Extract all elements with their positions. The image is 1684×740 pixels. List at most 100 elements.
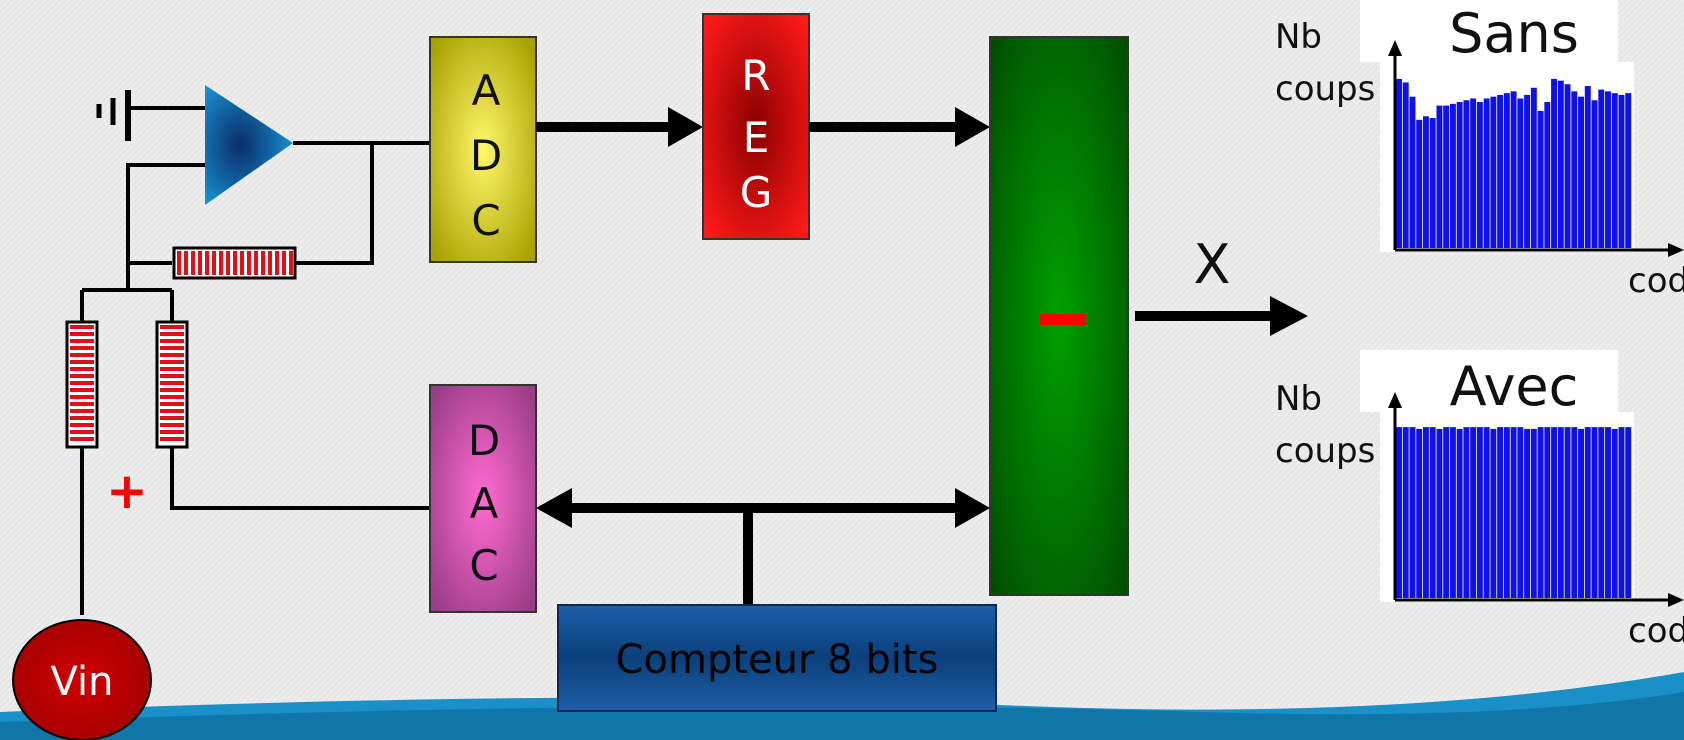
chart-sans-bar <box>1578 96 1584 248</box>
chart-sans-bar <box>1584 86 1591 249</box>
reg-to-sub-arrowhead <box>955 107 990 147</box>
chart-avec-bar <box>1436 428 1443 598</box>
resistor-stripe <box>268 251 272 275</box>
resistor-stripe <box>70 367 94 371</box>
ground-icon <box>96 90 205 141</box>
resistor-stripe <box>70 437 94 441</box>
chart-sans-bar <box>1497 94 1504 248</box>
chart-avec-bar <box>1598 427 1605 598</box>
resistor-stripe <box>254 251 258 275</box>
resistor-stripe <box>160 402 184 406</box>
resistor-stripe <box>160 367 184 371</box>
adc-to-reg-arrowhead <box>668 107 703 147</box>
chart-avec-bar <box>1497 427 1504 598</box>
chart-avec-bar <box>1530 428 1537 598</box>
chart-sans-x-arrowhead <box>1668 243 1684 257</box>
resistor-stripe <box>160 409 184 413</box>
resistor-stripe <box>70 381 94 385</box>
chart-sans: Nb coups Sans code <box>1275 0 1684 301</box>
chart-sans-bar <box>1591 100 1598 248</box>
resistor-stripe <box>70 360 94 364</box>
output-arrowhead <box>1270 296 1308 336</box>
chart-sans-bar <box>1557 80 1564 249</box>
dac-block <box>429 384 537 613</box>
resistor-stripe <box>160 374 184 378</box>
chart-sans-ylabel-1: Nb <box>1275 17 1322 57</box>
resistor-stripe <box>70 430 94 434</box>
chart-sans-bar <box>1598 89 1605 248</box>
chart-avec-ylabel-2: coups <box>1275 431 1375 471</box>
resistor-stripe <box>70 332 94 336</box>
reg-letter-3: G <box>740 168 773 217</box>
chart-sans-bar <box>1537 110 1544 248</box>
chart-sans-bar <box>1470 98 1477 248</box>
chart-sans-bar <box>1422 116 1429 248</box>
dac-letter-1: D <box>468 416 500 465</box>
chart-avec-bar <box>1557 427 1564 598</box>
chart-avec-title: Avec <box>1450 355 1579 418</box>
chart-sans-title-box <box>1360 0 1618 62</box>
chart-avec-bar <box>1605 427 1611 598</box>
resistor-stripe <box>219 251 223 275</box>
amplifier-triangle <box>205 85 293 205</box>
chart-avec-bar <box>1618 427 1625 598</box>
resistor-stripe <box>160 437 184 441</box>
resistor-stripe <box>160 346 184 350</box>
resistor-stripe <box>261 251 265 275</box>
chart-sans-bar <box>1409 96 1416 248</box>
chart-avec-bar <box>1429 427 1436 598</box>
resistor-stripe <box>70 339 94 343</box>
chart-sans-bar <box>1416 119 1423 248</box>
minus-sign <box>1040 314 1086 325</box>
resistor-stripe <box>70 353 94 357</box>
chart-avec-bar <box>1571 427 1578 598</box>
resistor-stripe <box>177 251 181 275</box>
adc-letter-1: A <box>472 66 501 115</box>
chart-avec-bar <box>1456 428 1463 598</box>
resistor-stripe <box>247 251 251 275</box>
resistor-stripe <box>70 388 94 392</box>
resistor-stripe <box>226 251 230 275</box>
resistor-stripe <box>275 251 279 275</box>
dac-letter-3: C <box>469 541 498 590</box>
subtractor-block <box>989 36 1129 596</box>
resistor-stripe <box>184 251 188 275</box>
resistor-stripe <box>240 251 244 275</box>
bus-right-arrowhead <box>955 488 990 528</box>
resistor-stripe <box>160 353 184 357</box>
chart-sans-bar <box>1618 94 1625 248</box>
chart-avec-bar <box>1503 427 1510 598</box>
resistor-stripe <box>160 388 184 392</box>
resistor-stripe <box>282 251 286 275</box>
resistor-stripe <box>212 251 216 275</box>
chart-avec-bar <box>1463 427 1470 598</box>
resistor-stripe <box>70 423 94 427</box>
chart-sans-bar <box>1429 118 1436 248</box>
resistor-stripe <box>233 251 237 275</box>
resistor-stripe <box>198 251 202 275</box>
chart-avec-bar <box>1544 427 1551 598</box>
vin-source <box>12 619 152 740</box>
chart-sans-bar <box>1436 105 1443 248</box>
chart-sans-bar <box>1503 93 1510 248</box>
resistor-left <box>65 320 99 449</box>
adc-letter-2: D <box>470 131 502 180</box>
reg-block <box>702 13 810 240</box>
chart-sans-bar <box>1517 98 1524 248</box>
reg-letter-1: R <box>741 51 770 100</box>
resistor-stripe <box>160 430 184 434</box>
resistor-stripe <box>289 251 293 275</box>
resistor-stripe <box>160 360 184 364</box>
chart-avec-bar <box>1537 427 1544 598</box>
chart-sans-bar <box>1530 87 1537 248</box>
chart-sans-ylabel-2: coups <box>1275 69 1375 109</box>
resistor-stripe <box>160 395 184 399</box>
resistor-stripe <box>70 409 94 413</box>
chart-avec-bar <box>1510 427 1517 598</box>
wires <box>80 141 430 615</box>
chart-avec-bar <box>1449 427 1456 598</box>
chart-sans-bar <box>1396 78 1402 249</box>
chart-avec-bar <box>1490 428 1497 598</box>
resistor-right <box>155 320 189 449</box>
